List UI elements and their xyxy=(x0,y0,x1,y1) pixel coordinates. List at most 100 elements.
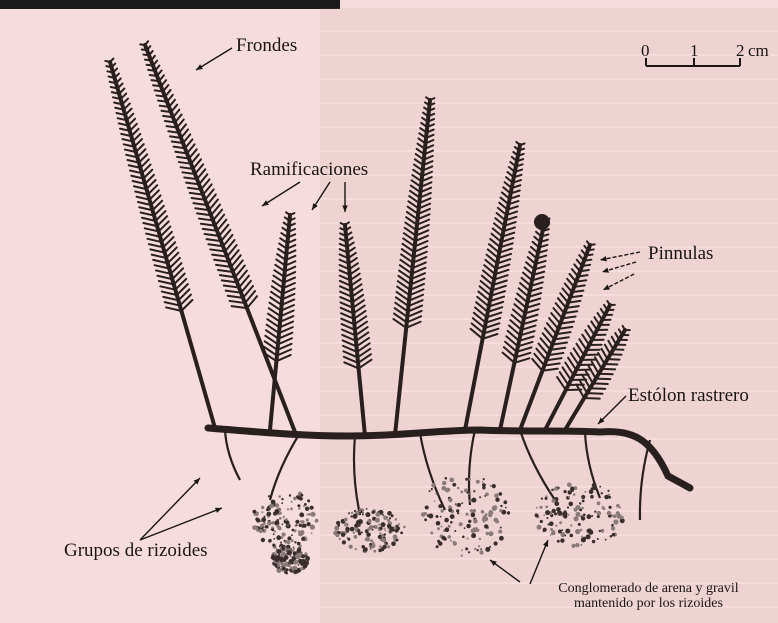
sediment-grain xyxy=(421,512,426,517)
sediment-grain xyxy=(358,519,363,524)
sediment-grain xyxy=(296,524,298,526)
pinnule xyxy=(516,142,520,145)
sediment-grain xyxy=(568,496,570,498)
sediment-grain xyxy=(570,524,572,526)
sediment-grain xyxy=(500,505,502,507)
sediment-grain xyxy=(580,544,582,546)
pinnule xyxy=(591,321,597,330)
sediment-grain xyxy=(403,526,406,529)
sediment-grain xyxy=(378,548,382,552)
pinnule xyxy=(599,374,613,375)
sediment-grain xyxy=(262,527,264,529)
sediment-grain xyxy=(580,529,583,532)
sediment-grain xyxy=(290,556,292,558)
sediment-grain xyxy=(379,532,381,534)
sediment-grain xyxy=(597,501,601,505)
sediment-grain xyxy=(483,515,486,518)
sediment-grain xyxy=(564,490,567,493)
sediment-grain xyxy=(441,509,444,512)
sediment-grain xyxy=(564,535,566,537)
sediment-grain xyxy=(450,521,453,524)
sediment-grain xyxy=(447,488,451,492)
sediment-grain xyxy=(567,483,572,488)
pinnule xyxy=(107,71,113,72)
sediment-grain xyxy=(378,524,380,526)
sediment-grain xyxy=(602,506,605,509)
pinnule xyxy=(147,65,153,66)
sediment-grain xyxy=(584,491,586,493)
sediment-grain xyxy=(291,534,293,536)
sediment-grain xyxy=(483,478,485,480)
sediment-grain xyxy=(472,509,476,513)
sediment-grain xyxy=(599,486,601,488)
sediment-grain xyxy=(478,545,480,547)
sediment-grain xyxy=(470,509,473,512)
sediment-grain xyxy=(549,521,554,526)
sediment-grain xyxy=(310,525,315,530)
pinnule xyxy=(608,341,613,350)
pinnule xyxy=(109,77,115,78)
pinnule xyxy=(578,275,587,276)
pinnule xyxy=(584,260,591,261)
sediment-grain xyxy=(396,527,400,531)
frond xyxy=(140,41,295,432)
sediment-grain xyxy=(398,523,400,525)
sediment-grain xyxy=(275,503,279,507)
sediment-grain xyxy=(429,490,431,492)
sediment-grain xyxy=(381,536,383,538)
sediment-grain xyxy=(255,517,259,521)
sediment-grain xyxy=(361,531,363,533)
annotation-arrow xyxy=(140,508,222,540)
sediment-grain xyxy=(616,511,620,515)
sediment-grain xyxy=(546,517,548,519)
sediment-grain xyxy=(489,531,494,536)
pinnule xyxy=(590,388,605,389)
sediment-grain xyxy=(485,547,490,552)
sediment-grain xyxy=(535,514,539,518)
sediment-grain xyxy=(336,521,340,525)
sediment-grain xyxy=(387,545,390,548)
sediment-grain xyxy=(582,500,585,503)
sediment-grain xyxy=(315,519,319,523)
pinnule xyxy=(142,49,147,50)
pinnule xyxy=(165,121,175,122)
pinnule xyxy=(582,265,590,266)
pinnule xyxy=(153,85,161,86)
sediment-grain xyxy=(471,498,476,503)
sediment-grain xyxy=(545,506,548,509)
sediment-grain xyxy=(500,527,502,529)
rhizoid xyxy=(520,430,555,500)
frond-tip-cup xyxy=(534,214,550,230)
sediment-grain xyxy=(453,542,457,546)
sediment-grain xyxy=(554,501,559,506)
sediment-grain xyxy=(620,516,623,519)
pinnule xyxy=(286,212,290,215)
pinnule xyxy=(167,95,173,102)
pinnule xyxy=(567,279,574,287)
sediment-grain xyxy=(507,511,510,514)
sediment-grain xyxy=(379,545,382,548)
sediment-grain xyxy=(474,548,476,550)
sediment-grain xyxy=(285,572,288,575)
sediment-grain xyxy=(353,514,358,519)
sediment-grain xyxy=(275,557,279,561)
sediment-grain xyxy=(389,517,391,519)
sediment-grain xyxy=(441,536,445,540)
sediment-grain xyxy=(294,541,296,543)
sediment-grain xyxy=(505,507,507,509)
pinnule xyxy=(156,95,165,96)
pinnule xyxy=(426,97,430,100)
sediment-grain xyxy=(344,518,348,522)
sediment-grain xyxy=(305,507,309,511)
sediment-grain xyxy=(274,509,279,514)
sediment-grain xyxy=(484,524,488,528)
sediment-grain xyxy=(559,521,562,524)
sediment-grain xyxy=(350,515,352,517)
sediment-grain xyxy=(297,504,300,507)
frond-rachis xyxy=(110,62,215,428)
sediment-grain xyxy=(584,538,586,540)
sediment-grain xyxy=(449,478,454,483)
sediment-grain xyxy=(255,527,258,530)
